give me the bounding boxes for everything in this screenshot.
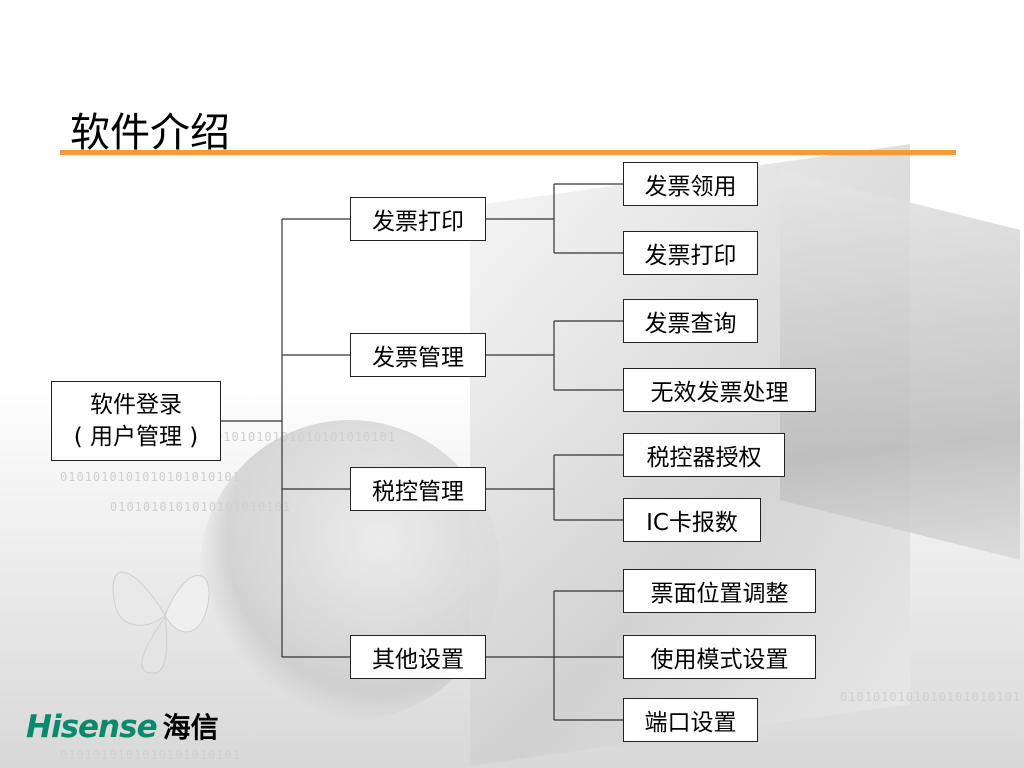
branch-node-other-settings: 其他设置 <box>350 635 486 679</box>
branch-node-invoice-management: 发票管理 <box>350 333 486 377</box>
slide-title: 软件介绍 <box>70 110 230 156</box>
background-binary-text: 0101010101010101010101 <box>60 748 241 762</box>
leaf-node: 票面位置调整 <box>623 569 816 613</box>
background-binary-text: 0101010101010101010101 <box>215 430 396 444</box>
leaf-node: 税控器授权 <box>623 433 785 477</box>
leaf-node: IC卡报数 <box>623 498 761 542</box>
leaf-node: 无效发票处理 <box>623 368 816 412</box>
root-node-line2: ( 用户管理 ) <box>73 424 199 450</box>
branch-node-tax-control: 税控管理 <box>350 467 486 511</box>
leaf-node: 发票查询 <box>623 299 758 343</box>
leaf-node: 端口设置 <box>623 698 758 742</box>
leaf-node: 使用模式设置 <box>623 635 816 679</box>
leaf-node: 发票领用 <box>623 162 758 206</box>
background-binary-text: 0101010101010101010101 <box>60 470 241 484</box>
root-node-software-login: 软件登录 ( 用户管理 ) <box>51 381 221 461</box>
butterfly-icon <box>112 571 210 674</box>
background-binary-text: 0101010101010101010101 <box>840 690 1021 704</box>
logo-chinese: 海信 <box>162 711 219 744</box>
branch-node-invoice-print: 发票打印 <box>350 197 486 241</box>
hisense-logo: Hisense 海信 <box>26 706 219 746</box>
root-node-line1: 软件登录 <box>90 392 182 418</box>
title-underline <box>60 150 956 155</box>
leaf-node: 发票打印 <box>623 231 758 275</box>
logo-wordmark: Hisense <box>26 709 158 745</box>
background-binary-text: 0101010101010101010101 <box>110 500 291 514</box>
